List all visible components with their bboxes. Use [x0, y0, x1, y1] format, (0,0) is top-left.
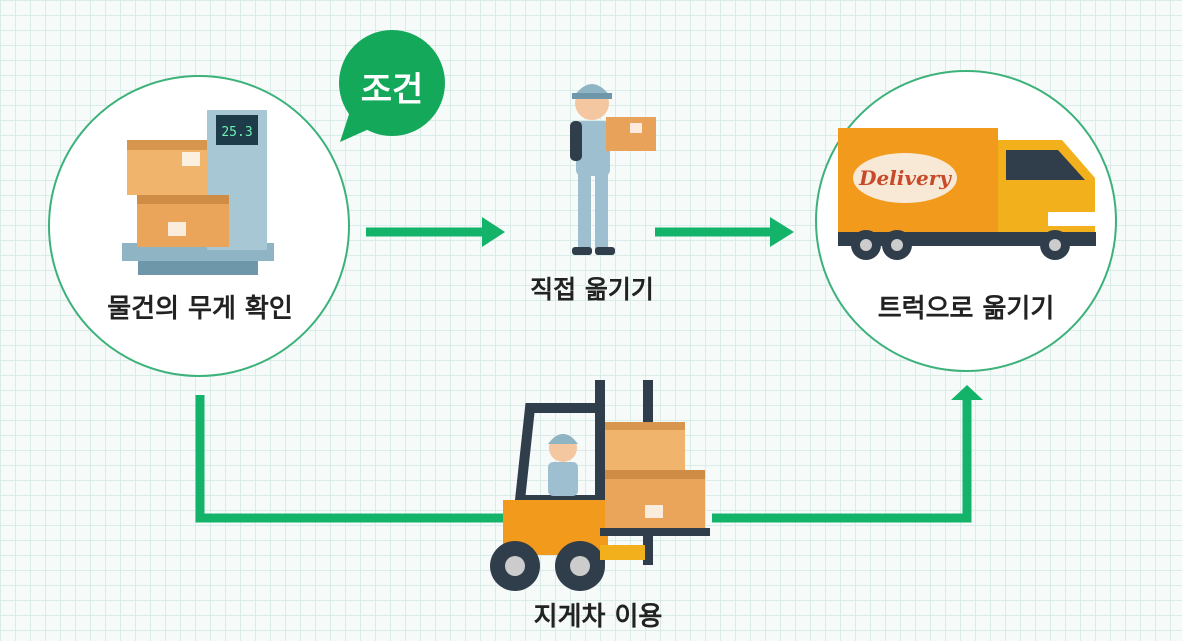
forklift-label: 지게차 이용 [533, 602, 663, 632]
worker-illustration [570, 84, 656, 255]
truck-logo: Delivery [858, 166, 952, 190]
arrow-direct-to-truck [655, 217, 794, 247]
scale-illustration: 25.3 [122, 110, 274, 275]
truck-illustration: Delivery [838, 128, 1098, 260]
arrow-weigh-to-forklift [195, 395, 505, 523]
arrow-weigh-to-direct [366, 217, 505, 247]
condition-bubble [339, 30, 445, 142]
condition-bubble-text: 조건 [360, 70, 424, 110]
truck-label: 트럭으로 옮기기 [877, 294, 1055, 324]
weigh-label: 물건의 무게 확인 [107, 294, 293, 324]
arrow-forklift-to-truck [712, 385, 983, 523]
scale-display: 25.3 [221, 125, 252, 140]
direct-label: 직접 옮기기 [530, 275, 654, 304]
forklift-illustration [490, 380, 710, 591]
